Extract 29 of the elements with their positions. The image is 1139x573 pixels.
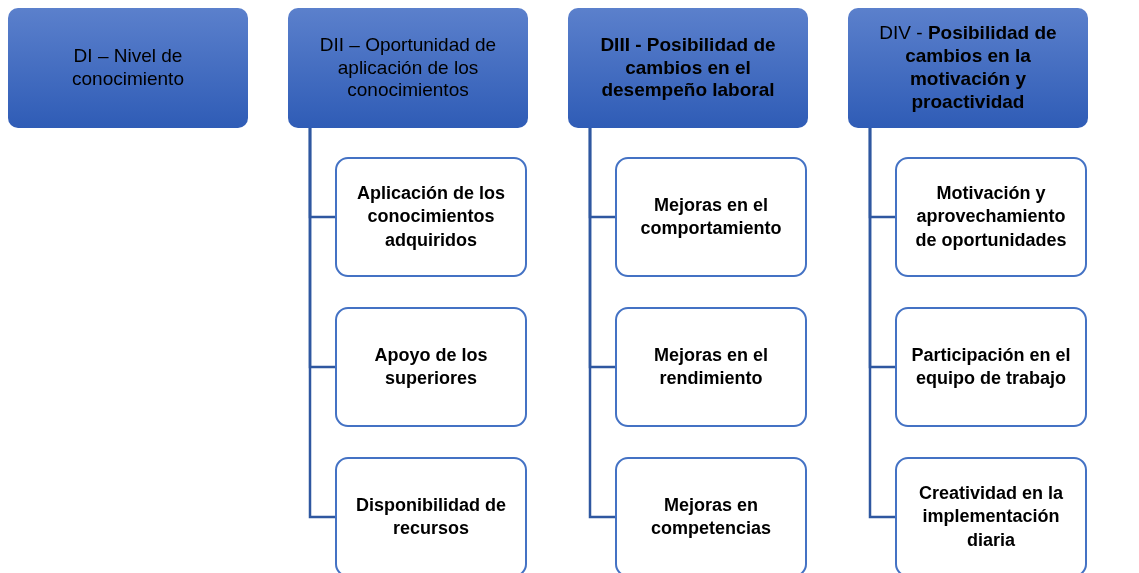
indicator-box (615, 307, 807, 427)
indicator-box (335, 307, 527, 427)
indicator-box (335, 157, 527, 277)
indicator-box (895, 457, 1087, 573)
indicator-label: Mejoras en el rendimiento (652, 343, 769, 390)
dimension-header-box (568, 8, 808, 128)
indicator-label: Apoyo de los superiores (373, 343, 489, 390)
dimension-title: DII – Oportunidad de aplicación de los conocimientos (318, 33, 498, 103)
indicator-label: Disponibilidad de recursos (355, 493, 507, 540)
indicator-label: Mejoras en competencias (649, 493, 773, 540)
indicator-box (335, 457, 527, 573)
indicator-label: Mejoras en el comportamiento (639, 193, 783, 240)
connector-line (308, 128, 335, 519)
indicator-box (895, 157, 1087, 277)
connector-line (868, 128, 895, 519)
connector-line (588, 128, 615, 519)
indicator-label: Motivación y aprovechamiento de oportunidades (914, 181, 1068, 252)
dimension-header-box (848, 8, 1088, 128)
indicator-box (895, 307, 1087, 427)
indicator-box (615, 457, 807, 573)
dimension-header-box (288, 8, 528, 128)
indicator-label: Participación en el equipo de trabajo (910, 343, 1072, 390)
dimension-title: DI – Nivel de conocimiento (71, 45, 185, 91)
dimension-title: DIII - Posibilidad de cambios en el desempeño laboral (599, 33, 777, 103)
indicator-box (615, 157, 807, 277)
indicator-label: Aplicación de los conocimientos adquiridos (355, 181, 506, 252)
dimension-title: DIV - Posibilidad de cambios en la motivación y proactividad (878, 22, 1058, 114)
indicator-label: Creatividad en la implementación diaria (917, 481, 1065, 552)
dimension-header-box (8, 8, 248, 128)
